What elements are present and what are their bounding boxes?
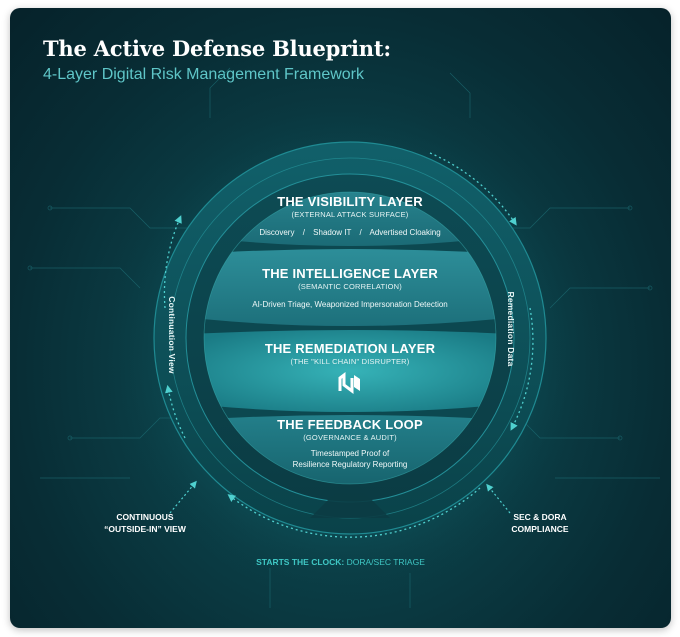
footer-strong: STARTS THE CLOCK: [256, 557, 345, 567]
remediation-layer-band [204, 330, 496, 412]
visibility-layer-items: Discovery / Shadow IT / Advertised Cloak… [200, 228, 500, 237]
orbit-arrow-top-right [429, 152, 517, 226]
orbit-arrow-bottom [227, 487, 481, 538]
continuous-label-line-2: “OUTSIDE-IN” VIEW [104, 524, 186, 534]
orbit-arrow-left [163, 215, 182, 309]
arrow-continuous-view [169, 480, 197, 514]
compliance-label-line-2: COMPLIANCE [511, 524, 569, 534]
item-advertised-cloaking: Advertised Cloaking [369, 228, 441, 237]
visibility-layer-title: THE VISIBILITY LAYER [277, 194, 423, 209]
remediation-data-label: Remediation Data [506, 291, 516, 367]
feedback-loop-line-2: Resilience Regulatory Reporting [292, 460, 408, 469]
feedback-loop-layer: THE FEEDBACK LOOP (GOVERNANCE & AUDIT) T… [200, 417, 500, 470]
blueprint-card: The Active Defense Blueprint: 4-Layer Di… [10, 8, 671, 628]
sec-dora-compliance-label: SEC & DORA COMPLIANCE [490, 511, 590, 535]
item-separator: / [359, 228, 362, 237]
starts-the-clock-footer: STARTS THE CLOCK: DORA/SEC TRIAGE [10, 557, 671, 567]
continuous-label-line-1: CONTINUOUS [116, 512, 174, 522]
feedback-loop-line-1: Timestamped Proof of [310, 449, 390, 458]
feedback-loop-subtitle: (GOVERNANCE & AUDIT) [303, 433, 397, 442]
feedback-loop-description: Timestamped Proof of Resilience Regulato… [200, 448, 500, 470]
feedback-loop-title: THE FEEDBACK LOOP [277, 417, 423, 432]
item-shadow-it: Shadow IT [313, 228, 352, 237]
visibility-layer-subtitle: (EXTERNAL ATTACK SURFACE) [291, 210, 409, 219]
footer-soft: DORA/SEC TRIAGE [344, 557, 425, 567]
intelligence-layer-description: AI-Driven Triage, Weaponized Impersonati… [252, 300, 448, 309]
intelligence-layer-band [204, 249, 496, 326]
intelligence-layer-title: THE INTELLIGENCE LAYER [262, 266, 438, 281]
orbit-arrow-right [510, 307, 534, 431]
page-title: The Active Defense Blueprint: [43, 36, 391, 61]
intelligence-layer: THE INTELLIGENCE LAYER (SEMANTIC CORRELA… [200, 266, 500, 309]
continuation-view-label: Continuation View [167, 296, 177, 374]
framework-diagram [27, 67, 660, 608]
remediation-layer-title: THE REMEDIATION LAYER [264, 341, 436, 356]
item-separator: / [302, 228, 305, 237]
item-discovery: Discovery [259, 228, 295, 237]
page-subtitle: 4-Layer Digital Risk Management Framewor… [43, 66, 364, 83]
remediation-layer: THE REMEDIATION LAYER (THE "KILL CHAIN" … [200, 341, 500, 366]
remediation-layer-subtitle: (THE "KILL CHAIN" DISRUPTER) [290, 357, 410, 366]
logo-mark-icon [338, 372, 360, 394]
intelligence-layer-subtitle: (SEMANTIC CORRELATION) [298, 282, 402, 291]
continuous-outside-in-label: CONTINUOUS “OUTSIDE-IN” VIEW [80, 511, 210, 535]
arrow-compliance [486, 483, 511, 514]
compliance-label-line-1: SEC & DORA [513, 512, 567, 522]
visibility-layer: THE VISIBILITY LAYER (EXTERNAL ATTACK SU… [200, 194, 500, 237]
